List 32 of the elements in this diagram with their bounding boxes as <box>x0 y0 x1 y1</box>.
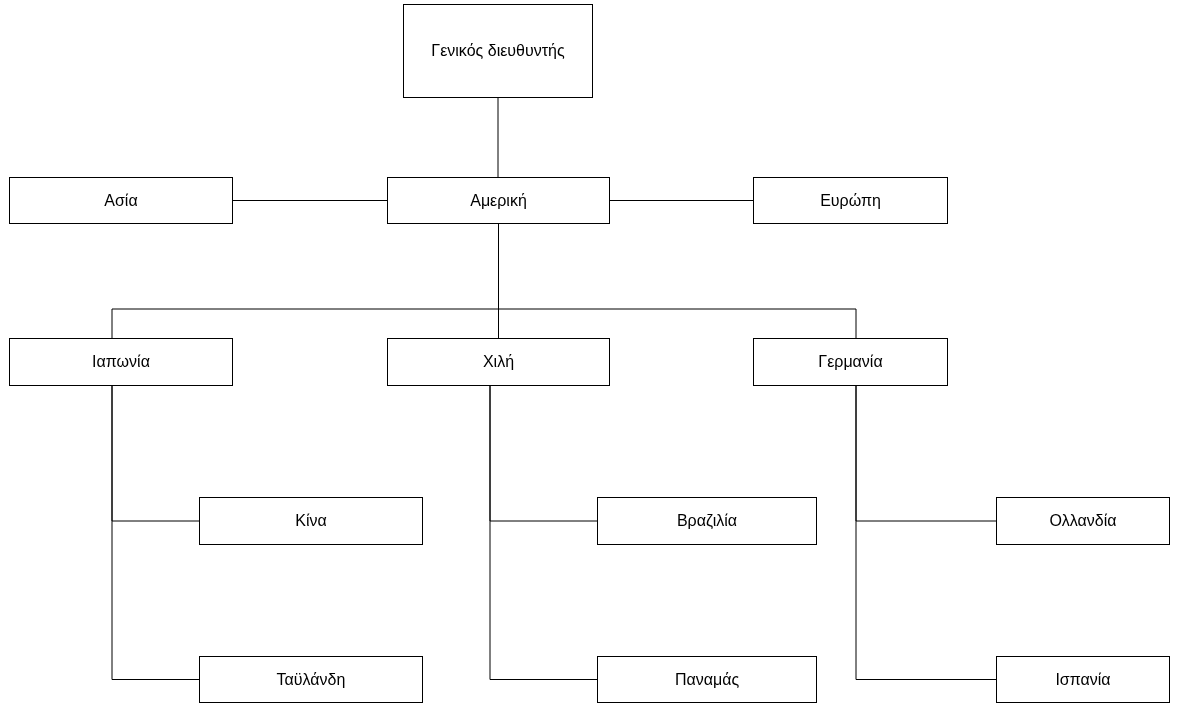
box-label: Γερμανία <box>818 352 883 372</box>
org-box <box>597 497 817 545</box>
box-label: Ταϋλάνδη <box>276 669 346 690</box>
org-box <box>597 656 817 703</box>
org-box <box>996 497 1170 545</box>
org-box <box>387 338 610 386</box>
connector-line <box>855 385 997 680</box>
box-label: Παναμάς <box>674 669 740 690</box>
org-box <box>387 177 610 224</box>
box-label: Γενικός διευθυντής <box>431 41 565 61</box>
org-box <box>753 177 948 224</box>
connector-line <box>489 385 598 680</box>
box-label: Βραζιλία <box>676 511 738 531</box>
connector-line <box>497 97 499 178</box>
org-box <box>753 338 948 386</box>
box-label: Χιλή <box>482 352 515 372</box>
connector-line <box>111 385 200 680</box>
box-label: Αμερική <box>470 190 527 211</box>
box-label: Ισπανία <box>1055 669 1111 690</box>
box-label: Κίνα <box>295 511 327 531</box>
org-box <box>199 497 423 545</box>
box-label: Ολλανδία <box>1049 511 1117 531</box>
org-box <box>9 177 233 224</box>
org-box <box>199 656 423 703</box>
org-box <box>9 338 233 386</box>
org-box <box>996 656 1170 703</box>
org-box <box>403 4 593 98</box>
box-label: Ασία <box>104 190 138 211</box>
connector-line <box>609 200 754 201</box>
connector-line <box>232 200 388 201</box>
box-label: Ευρώπη <box>820 190 881 211</box>
box-label: Ιαπωνία <box>92 352 150 372</box>
